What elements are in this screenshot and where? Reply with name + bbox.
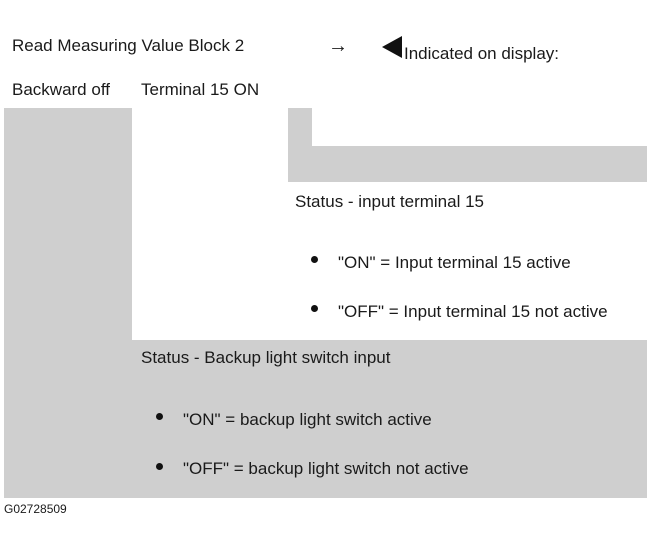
figure-code: G02728509 xyxy=(4,502,67,516)
backup-status-heading: Status - Backup light switch input xyxy=(141,348,391,367)
field1-bracket-vertical xyxy=(4,108,132,498)
backup-status-on: "ON" = backup light switch active xyxy=(183,410,432,429)
bullet-icon xyxy=(156,463,163,470)
backup-status-off: "OFF" = backup light switch not active xyxy=(183,459,469,478)
right-arrow-icon: → xyxy=(328,35,348,57)
field2-bracket-horizontal xyxy=(312,146,647,182)
terminal-status-heading: Status - input terminal 15 xyxy=(295,192,484,211)
terminal-status-off: "OFF" = Input terminal 15 not active xyxy=(338,302,608,321)
field2-bracket-vertical xyxy=(288,108,312,182)
display-field-1: Backward off xyxy=(12,80,110,99)
terminal-status-on: "ON" = Input terminal 15 active xyxy=(338,253,571,272)
bullet-icon xyxy=(311,256,318,263)
indicated-label: Indicated on display: xyxy=(404,44,559,63)
bullet-icon xyxy=(156,413,163,420)
pointer-triangle-icon xyxy=(382,36,402,58)
display-field-2: Terminal 15 ON xyxy=(141,80,260,99)
field1-bracket-horizontal xyxy=(132,340,647,498)
bullet-icon xyxy=(311,305,318,312)
block-title: Read Measuring Value Block 2 xyxy=(12,36,245,55)
